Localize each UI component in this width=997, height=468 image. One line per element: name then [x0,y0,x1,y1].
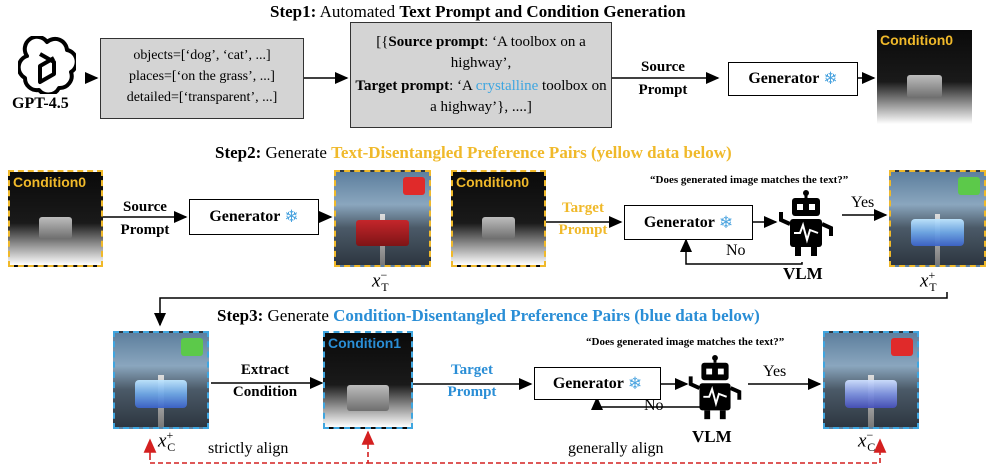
step1-title: Step1: Automated Text Prompt and Conditi… [270,2,686,21]
step2-generator-box-2: Generator❄ [624,205,753,240]
step2-negative-image [334,170,431,267]
robot-icon [687,355,743,425]
robot-icon [778,190,834,262]
step3-title: Step3: Generate Condition-Disentangled P… [217,306,760,325]
openai-logo-icon [16,34,79,97]
step2-vlm-question: “Does generated image matches the text?” [650,174,849,186]
step3-target-prompt-label: Target Prompt [447,362,497,400]
step1-source-prompt-label: Source Prompt [638,59,688,98]
step2-source-prompt-label: Source Prompt [120,199,170,238]
strictly-align-label: strictly align [208,440,289,457]
step1-condition0-image: Condition0 [877,30,972,124]
generally-align-label: generally align [568,440,664,457]
snowflake-icon: ❄ [718,212,734,232]
step2-title: Step2: Generate Text-Disentangled Prefer… [215,143,732,162]
extract-condition-label: Extract Condition [232,362,298,400]
step2-yes-label: Yes [851,194,875,211]
step2-target-prompt-label: Target Prompt [558,200,608,238]
thumbs-up-icon [181,338,203,356]
step2-generator-box-1: Generator❄ [189,199,319,235]
x-t-positive-label: x+T [920,268,937,295]
step3-vlm-question: “Does generated image matches the text?” [586,336,785,348]
step2-condition0-image-left: Condition0 [8,170,103,267]
detailed-line: detailed=[‘transparent’, ...] [126,90,278,105]
thumbs-up-icon [958,177,980,195]
step3-condition1-image: Condition1 [323,331,413,429]
objects-line: objects=[‘dog’, ‘cat’, ...] [133,48,271,63]
step3-negative-image [823,331,919,429]
condition0-label: Condition0 [880,32,954,48]
target-prompt-line: Target prompt: ‘A crystalline toolbox on… [355,78,607,115]
source-prompt-line: [{Source prompt: ‘A toolbox on a highway… [376,34,586,71]
step3-yes-label: Yes [763,363,787,380]
step2-vlm-label: VLM [783,264,823,283]
thumbs-down-icon [403,177,425,195]
step2-positive-image [889,170,986,267]
x-c-positive-label: x+C [158,428,176,455]
step2-no-label: No [726,242,746,259]
gpt-label: GPT-4.5 [12,95,69,112]
category-lists-box: objects=[‘dog’, ‘cat’, ...] places=[‘on … [100,38,304,119]
thumbs-down-icon [891,338,913,356]
snowflake-icon: ❄ [284,207,299,226]
x-t-negative-label: x−T [372,268,389,295]
step3-generator-box: Generator❄ [534,367,661,400]
step3-vlm-label: VLM [692,427,732,446]
places-line: places=[‘on the grass’, ...] [129,69,275,84]
prompt-pair-box: [{Source prompt: ‘A toolbox on a highway… [350,22,612,128]
step3-positive-image [113,331,209,429]
step2-condition0-image-right: Condition0 [451,170,546,267]
condition1-label: Condition1 [328,335,402,351]
snowflake-icon: ❄ [627,373,643,393]
x-c-negative-label: x−C [858,428,876,455]
step3-no-label: No [644,397,664,414]
snowflake-icon: ❄ [823,69,838,88]
step1-generator-box: Generator❄ [728,62,858,96]
